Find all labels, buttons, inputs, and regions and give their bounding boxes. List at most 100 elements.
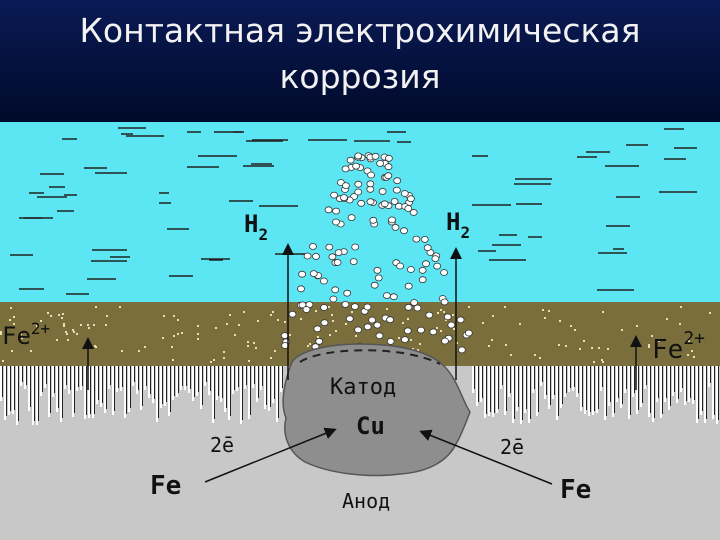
electrolyte-speck xyxy=(492,315,494,317)
iron-pit-stripe xyxy=(104,366,106,413)
iron-pit-stripe xyxy=(524,366,526,413)
hydrogen-bubble xyxy=(332,218,340,226)
hydrogen-bubble xyxy=(375,332,384,340)
electrolyte-speck xyxy=(417,349,419,351)
electrolyte-speck xyxy=(210,361,212,363)
electrolyte-speck xyxy=(559,320,561,322)
iron-pit-stripe xyxy=(640,366,642,407)
iron-pit-line xyxy=(206,366,207,382)
iron-pit-line xyxy=(190,366,191,389)
electrolyte-speck xyxy=(632,343,634,345)
hydrogen-bubble xyxy=(288,310,297,318)
iron-pit-stripe xyxy=(200,366,202,409)
electrons-right-label: 2ē xyxy=(500,435,524,459)
iron-pit-stripe xyxy=(676,366,678,403)
hydrogen-bubble xyxy=(384,163,393,171)
iron-pit-stripe xyxy=(92,366,94,418)
iron-pit-line xyxy=(254,366,255,384)
water-layer xyxy=(0,122,720,302)
iron-pit-stripe xyxy=(260,366,262,390)
hydrogen-bubble xyxy=(400,227,408,235)
iron-pit-stripe xyxy=(500,366,502,389)
iron-pit-line xyxy=(94,366,95,414)
hydrogen-bubble xyxy=(417,326,425,334)
iron-pit-line xyxy=(502,366,503,385)
electrolyte-speck xyxy=(539,357,541,359)
iron-pit-stripe xyxy=(528,366,530,423)
iron-pit-stripe xyxy=(108,366,110,389)
copper-label: Cu xyxy=(356,412,385,440)
iron-pit-stripe xyxy=(496,366,498,413)
iron-pit-line xyxy=(670,366,671,406)
iron-pit-line xyxy=(618,366,619,398)
iron-pit-line xyxy=(214,366,215,419)
iron-pit-line xyxy=(210,366,211,391)
cathode-label: Катод xyxy=(330,375,396,400)
hydrogen-bubble xyxy=(349,258,358,266)
iron-pit-stripe xyxy=(148,366,150,398)
iron-corroded-edge xyxy=(0,366,719,425)
iron-pit-line xyxy=(122,366,123,387)
iron-pit-line xyxy=(126,366,127,414)
electrolyte-speck xyxy=(579,348,581,350)
electrolyte-speck xyxy=(317,336,319,338)
electrolyte-speck xyxy=(66,333,68,335)
iron-pit-stripe xyxy=(20,366,22,386)
hydrogen-bubble xyxy=(354,152,363,160)
electrolyte-speck xyxy=(106,315,108,317)
hydrogen-bubble xyxy=(371,152,380,160)
hydrogen-bubble xyxy=(366,185,375,193)
hydrogen-bubble xyxy=(331,286,340,294)
iron-pit-stripe xyxy=(632,366,634,397)
iron-pit-line xyxy=(474,366,475,389)
hydrogen-bubble xyxy=(329,295,338,303)
title-line-1: Контактная электрохимическая xyxy=(79,11,641,50)
iron-pit-line xyxy=(522,366,523,420)
electrolyte-speck xyxy=(213,359,215,361)
iron-pit-line xyxy=(234,366,235,390)
iron-pit-stripe xyxy=(656,366,658,402)
iron-pit-stripe xyxy=(72,366,74,417)
iron-pit-stripe xyxy=(188,366,190,393)
hydrogen-bubble xyxy=(433,262,442,270)
iron-pit-line xyxy=(178,366,179,393)
electrolyte-speck xyxy=(436,327,438,329)
iron-pit-line xyxy=(638,366,639,410)
iron-pit-line xyxy=(650,366,651,413)
electrolyte-speck xyxy=(355,335,357,337)
iron-pit-line xyxy=(98,366,99,400)
electrolyte-speck xyxy=(519,323,521,325)
iron-pit-line xyxy=(250,366,251,415)
electrolyte-speck xyxy=(173,335,175,337)
iron-pit-stripe xyxy=(244,366,246,389)
iron-pit-stripe xyxy=(236,366,238,391)
electrolyte-speck xyxy=(10,307,12,309)
iron-pit-line xyxy=(606,366,607,416)
iron-pit-line xyxy=(138,366,139,390)
electrolyte-speck xyxy=(315,310,317,312)
iron-pit-stripe xyxy=(152,366,154,403)
iron-pit-stripe xyxy=(504,366,506,415)
electrolyte-speck xyxy=(30,350,32,352)
iron-pit-line xyxy=(18,366,19,421)
iron-pit-stripe xyxy=(584,366,586,414)
iron-pit-stripe xyxy=(576,366,578,397)
hydrogen-bubble xyxy=(447,321,456,329)
iron-pit-line xyxy=(38,366,39,421)
iron-pit-line xyxy=(106,366,107,409)
iron-pit-line xyxy=(50,366,51,413)
iron-pit-stripe xyxy=(696,366,698,423)
iron-pit-line xyxy=(582,366,583,407)
iron-pit-line xyxy=(166,366,167,402)
hydrogen-bubble xyxy=(388,216,396,224)
iron-pit-stripe xyxy=(8,366,10,415)
electrolyte-speck xyxy=(253,342,255,344)
iron-pit-line xyxy=(162,366,163,404)
electrolyte-speck xyxy=(709,312,711,314)
hydrogen-bubble xyxy=(309,270,318,278)
hydrogen-bubble xyxy=(347,214,356,221)
electrolyte-speck xyxy=(0,333,2,335)
iron-pit-stripe xyxy=(532,366,534,393)
electrolyte-speck xyxy=(94,345,96,347)
